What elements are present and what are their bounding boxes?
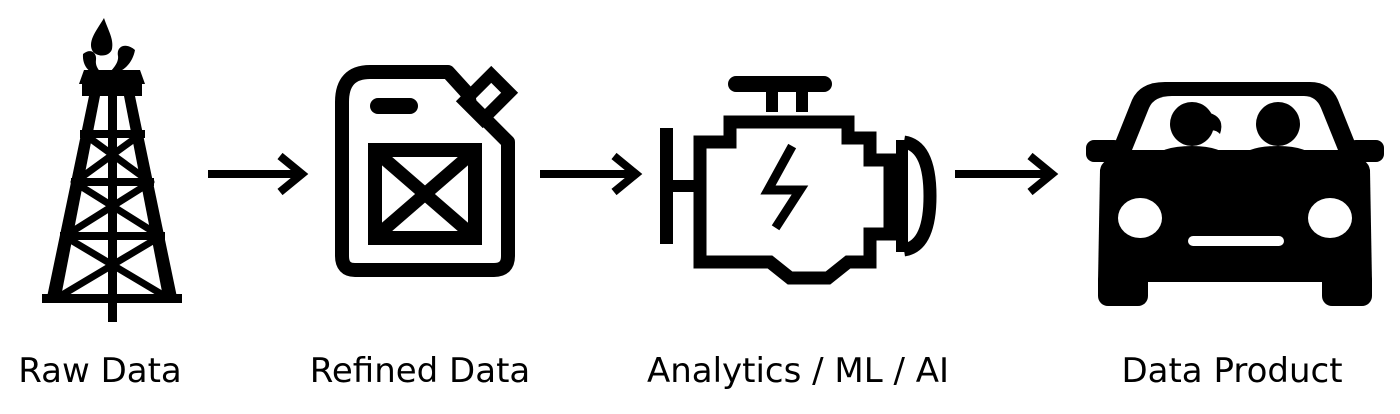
stage-label-refined-data: Refined Data [309,351,531,391]
car-icon [1086,82,1384,306]
stage-label-data-product: Data Product [1121,351,1343,391]
stage-label-raw-data: Raw Data [18,351,182,391]
arrow-right-icon [540,152,643,196]
oil-derrick-icon [42,18,182,322]
jerry-can-icon [335,65,519,277]
arrow-right-icon [208,152,309,196]
arrow-right-icon [955,152,1059,196]
stage-label-analytics: Analytics / ML / AI [646,351,950,391]
engine-icon [660,76,937,285]
